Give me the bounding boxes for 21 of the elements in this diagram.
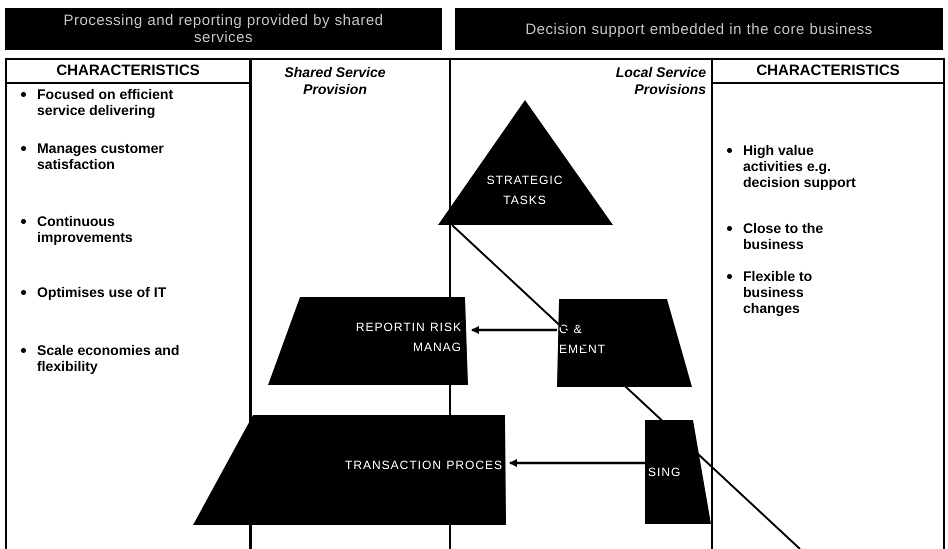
column-panel	[711, 58, 945, 549]
arrow	[509, 459, 645, 467]
bullet-item: Manages customer satisfaction	[37, 140, 165, 172]
bullet-item: Focused on efficient service delivering	[37, 86, 174, 118]
header-band: Processing and reporting provided by shared services	[5, 8, 442, 50]
bullet-item: Optimises use of IT	[37, 284, 168, 300]
column-heading: CHARACTERISTICS	[713, 60, 943, 84]
bullet-item: Continuous improvements	[37, 213, 134, 245]
arrow	[471, 326, 557, 334]
header-band: Decision support embedded in the core business	[455, 8, 943, 50]
bullet-item: Flexible to business changes	[743, 268, 814, 316]
segment-label: STRATEGIC TASKS	[486, 172, 564, 209]
column-title: Shared Service Provision	[283, 64, 387, 98]
segment-label: SING	[648, 464, 682, 481]
column-title: Local Service Provisions	[614, 64, 706, 98]
bullet-item: Scale economies and flexibility	[37, 342, 180, 374]
segment-label: REPORTIN RISK MANAG	[354, 319, 462, 356]
bullet-item: Close to the business	[743, 220, 824, 252]
segment-label: TRANSACTION PROCES	[344, 457, 503, 474]
bullet-item: High value activities e.g. decision support	[743, 142, 857, 190]
column-heading: CHARACTERISTICS	[7, 60, 249, 84]
